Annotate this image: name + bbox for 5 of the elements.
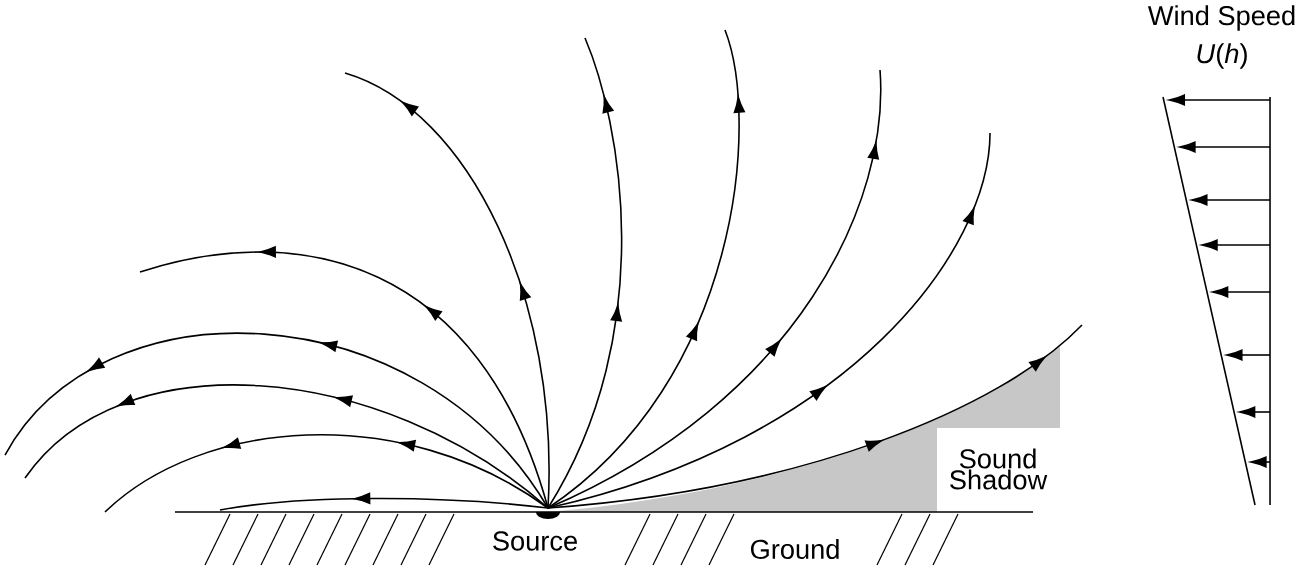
label: Source (493, 531, 577, 551)
label: Ground (750, 539, 839, 559)
label: U(h) (1197, 43, 1247, 69)
label: Sound Shadow (950, 448, 1048, 490)
label: Wind Speed (1147, 5, 1295, 31)
